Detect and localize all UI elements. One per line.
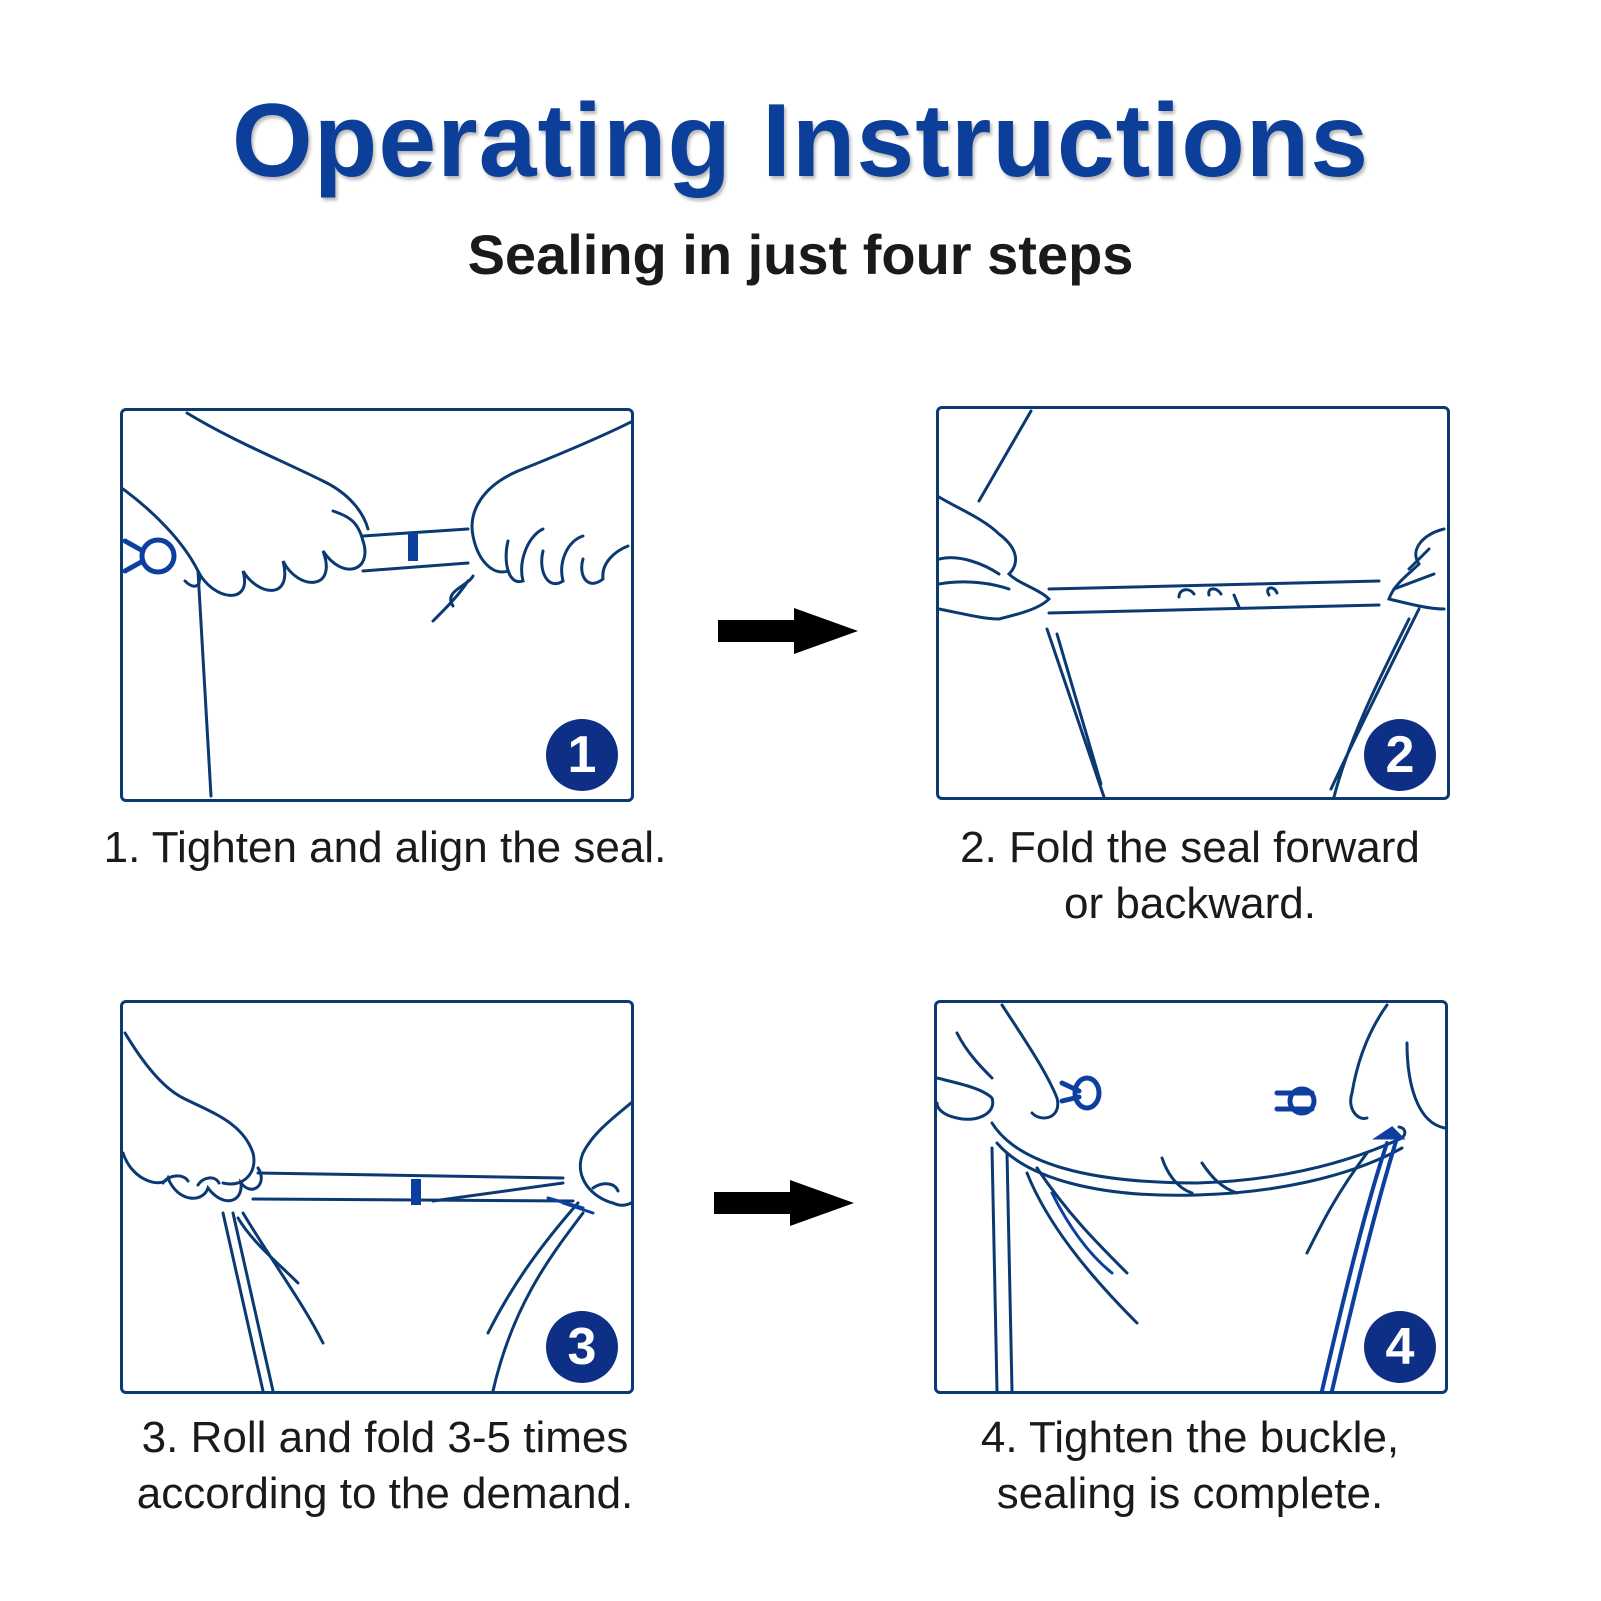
step-badge: 1 <box>546 719 618 791</box>
step-1-caption-text: 1. Tighten and align the seal. <box>104 823 667 872</box>
step-badge: 2 <box>1364 719 1436 791</box>
step-4-caption-line-1: 4. Tighten the buckle, <box>870 1410 1510 1466</box>
step-3-caption: 3. Roll and fold 3-5 times according to … <box>60 1410 710 1522</box>
step-2-caption-line-2: or backward. <box>870 876 1510 932</box>
step-4-illustration: 4 <box>934 1000 1448 1394</box>
step-1-illustration: 1 <box>120 408 634 802</box>
step-2-illustration: 2 <box>936 406 1450 800</box>
right-arrow-icon <box>714 1178 864 1228</box>
page-subtitle: Sealing in just four steps <box>0 222 1601 287</box>
step-3-illustration: 3 <box>120 1000 634 1394</box>
step-2-caption-line-1: 2. Fold the seal forward <box>870 820 1510 876</box>
step-2-caption: 2. Fold the seal forward or backward. <box>870 820 1510 932</box>
step-3-caption-line-2: according to the demand. <box>60 1466 710 1522</box>
step-badge: 4 <box>1364 1311 1436 1383</box>
page-title: Operating Instructions <box>0 82 1601 201</box>
step-3-caption-line-1: 3. Roll and fold 3-5 times <box>60 1410 710 1466</box>
step-1-caption: 1. Tighten and align the seal. <box>60 820 710 876</box>
step-badge: 3 <box>546 1311 618 1383</box>
step-4-caption-line-2: sealing is complete. <box>870 1466 1510 1522</box>
step-4-caption: 4. Tighten the buckle, sealing is comple… <box>870 1410 1510 1522</box>
right-arrow-icon <box>718 606 868 656</box>
